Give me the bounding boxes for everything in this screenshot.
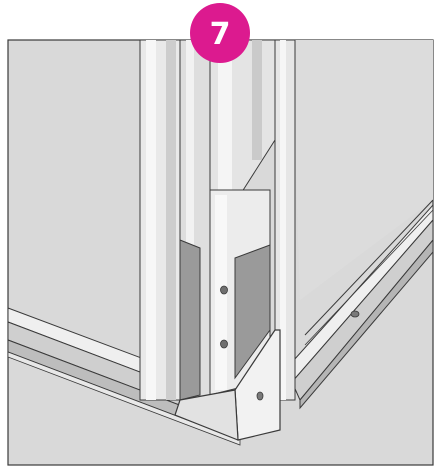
right-clip xyxy=(234,244,271,380)
screw-icon xyxy=(350,310,360,318)
corner-bracket-icon xyxy=(174,329,281,441)
right-bottom-rail xyxy=(284,199,434,410)
screw-icon xyxy=(220,339,228,349)
screw-icon xyxy=(220,285,228,295)
vertical-post-left xyxy=(139,39,181,401)
step-badge: 7 xyxy=(190,3,250,63)
insert-tube xyxy=(209,39,276,196)
right-wall-panel xyxy=(292,40,433,300)
vertical-post-right xyxy=(274,39,296,401)
left-clip xyxy=(179,239,201,401)
step-number: 7 xyxy=(210,17,231,52)
